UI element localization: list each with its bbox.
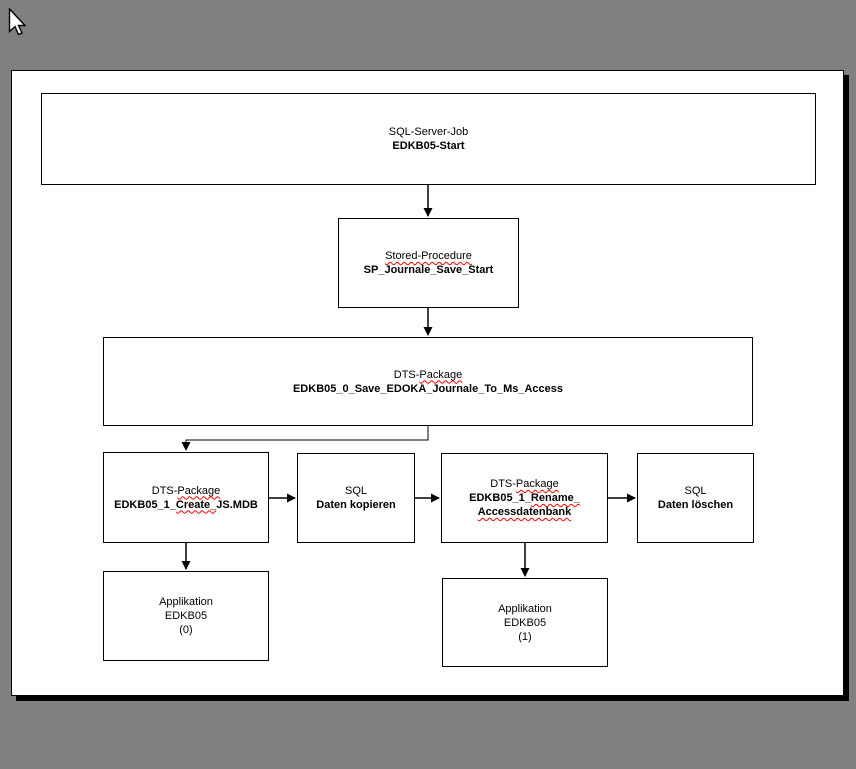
node-line2: EDKB05 — [504, 616, 546, 630]
node-type-label: SQL — [345, 484, 367, 498]
node-type-text: SQL — [344, 485, 367, 497]
node-name-text: EDKB05_1_ — [469, 492, 531, 504]
node-name-text: SP_Journale_Save_Start — [363, 264, 494, 276]
node-dts-package-rename: DTS-Package EDKB05_1_Rename_ Accessdaten… — [441, 453, 608, 543]
node-type-text: DTS- — [490, 478, 516, 490]
node-name-text: JS.MDB — [216, 498, 258, 511]
node-name-label: EDKB05_0_Save_EDOKA_Journale_To_Ms_Acces… — [293, 382, 563, 396]
node-name-text: EDKB05_1_ — [114, 498, 176, 511]
node-sql-copy: SQL Daten kopieren — [297, 453, 415, 543]
node-name-label: SP_Journale_Save_Start — [364, 263, 494, 277]
misspelled-word: Package — [515, 478, 559, 490]
node-text: EDKB05 — [503, 616, 547, 629]
node-dts-package-create: DTS-Package EDKB05_1_Create_JS.MDB — [103, 452, 269, 543]
node-name-text: Daten löschen — [657, 499, 734, 511]
node-type-label: DTS-Package — [394, 368, 462, 382]
node-text: Applikation — [498, 602, 552, 615]
node-dts-package-save: DTS-Package EDKB05_0_Save_EDOKA_Journale… — [103, 337, 753, 426]
misspelled-word: Package — [177, 484, 221, 497]
misspelled-word: Package — [419, 368, 463, 381]
node-stored-procedure: Stored-Procedure SP_Journale_Save_Start — [338, 218, 519, 308]
node-text: Applikation — [159, 596, 213, 608]
node-name-label: Daten kopieren — [316, 498, 395, 512]
misspelled-word: Create_ — [175, 498, 217, 511]
node-type-text: DTS- — [393, 368, 420, 381]
node-text: (1) — [518, 630, 532, 643]
node-name-text: EDKB05-Start — [392, 140, 465, 152]
node-type-text: SQL-Server-Job — [388, 126, 469, 138]
misspelled-word: Accessdatenbank — [477, 506, 572, 518]
node-line2: EDKB05 — [165, 609, 207, 623]
node-type-label: Stored-Procedure — [385, 249, 472, 263]
node-applikation-1: Applikation EDKB05 (1) — [442, 578, 608, 667]
node-applikation-0: Applikation EDKB05 (0) — [103, 571, 269, 661]
document-page: SQL-Server-Job EDKB05-Start Stored-Proce… — [11, 70, 844, 696]
node-name-label: Daten löschen — [658, 498, 733, 512]
node-name-text: EDKB05_0_Save_EDOKA_Journale_To_Ms_Acces… — [292, 382, 564, 395]
node-type-text: SQL — [684, 485, 707, 497]
node-name-label-line2: Accessdatenbank — [478, 505, 572, 519]
node-type-label: SQL — [684, 484, 706, 498]
misspelled-word: Rename_ — [530, 492, 580, 504]
node-type-text: DTS- — [151, 484, 178, 497]
node-type-label: DTS-Package — [152, 484, 220, 498]
connector-dts0-to-create — [181, 426, 429, 451]
node-line1: Applikation — [159, 595, 213, 609]
node-text: EDKB05 — [164, 610, 208, 622]
node-text: (0) — [179, 624, 193, 636]
arrow-cursor-icon — [8, 8, 26, 36]
node-line3: (1) — [518, 630, 531, 644]
node-name-text: Daten kopieren — [316, 499, 396, 511]
node-sql-delete: SQL Daten löschen — [637, 453, 754, 543]
misspelled-word: Stored-Procedure — [385, 250, 472, 262]
node-sql-server-job: SQL-Server-Job EDKB05-Start — [41, 93, 816, 185]
node-line1: Applikation — [498, 602, 552, 616]
node-type-label: SQL-Server-Job — [389, 125, 468, 139]
node-name-label: EDKB05_1_Create_JS.MDB — [114, 498, 258, 512]
node-line3: (0) — [179, 623, 192, 637]
node-name-label: EDKB05_1_Rename_ — [469, 491, 580, 505]
node-name-label: EDKB05-Start — [392, 139, 464, 153]
node-type-label: DTS-Package — [490, 477, 558, 491]
